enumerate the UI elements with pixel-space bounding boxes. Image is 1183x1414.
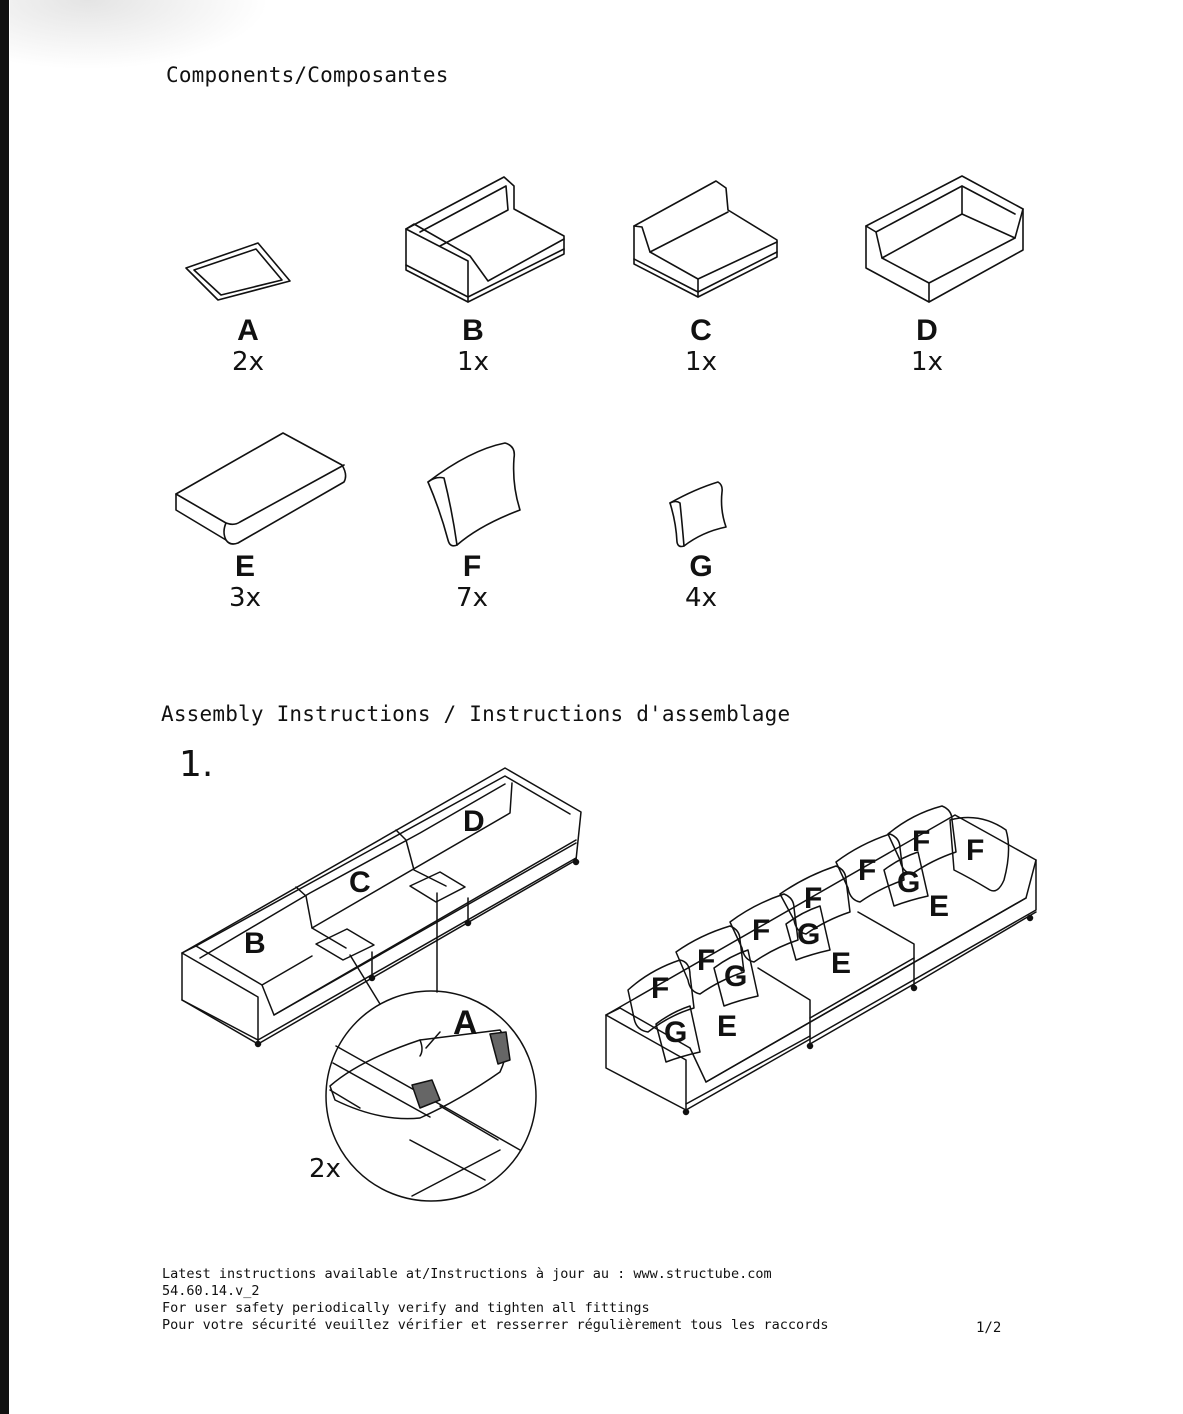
label-module-c: C xyxy=(349,866,371,899)
label-pillow: G xyxy=(797,918,821,951)
label-back-cushion: F xyxy=(858,854,877,887)
component-f: F 7x xyxy=(372,550,572,614)
component-a: A 2x xyxy=(148,314,348,378)
label-seat-cushion: E xyxy=(929,890,950,923)
label-back-cushion: F xyxy=(651,972,670,1005)
component-letter: E xyxy=(234,550,255,583)
label-back-cushion: F xyxy=(912,825,931,858)
label-pillow: G xyxy=(897,866,921,899)
component-qty: 4x xyxy=(685,583,717,613)
component-b: B 1x xyxy=(373,314,573,378)
component-qty: 3x xyxy=(229,583,261,613)
component-letter: C xyxy=(690,314,712,347)
component-letter: G xyxy=(689,550,713,583)
label-back-cushion: F xyxy=(966,834,985,867)
component-qty: 1x xyxy=(457,347,489,377)
page-number: 1/2 xyxy=(976,1320,1002,1336)
component-letter: F xyxy=(462,550,482,583)
connector-plate-icon xyxy=(185,242,291,301)
label-module-d: D xyxy=(463,805,485,838)
label-module-b: B xyxy=(244,927,266,960)
throw-pillow-icon xyxy=(669,481,727,548)
component-qty: 2x xyxy=(232,347,264,377)
footer-safety-en: For user safety periodically verify and … xyxy=(162,1300,650,1316)
label-seat-cushion: E xyxy=(831,947,852,980)
label-back-cushion: F xyxy=(697,944,716,977)
label-detail-a: A xyxy=(453,1004,478,1042)
component-qty: 7x xyxy=(456,583,488,613)
corner-module-icon xyxy=(865,175,1024,303)
component-letter: A xyxy=(237,314,259,347)
detail-qty: 2x xyxy=(309,1154,341,1184)
label-pillow: G xyxy=(664,1016,688,1049)
detail-magnifier xyxy=(325,990,537,1202)
component-g: G 4x xyxy=(601,550,801,614)
step-number: 1. xyxy=(179,744,214,785)
page-edge xyxy=(0,0,9,1414)
footer-safety-fr: Pour votre sécurité veuillez vérifier et… xyxy=(162,1317,829,1333)
assembled-sofa-diagram xyxy=(605,805,1037,1116)
label-seat-cushion: E xyxy=(717,1010,738,1043)
assembly-title: Assembly Instructions / Instructions d'a… xyxy=(161,702,791,726)
label-back-cushion: F xyxy=(804,882,823,915)
component-qty: 1x xyxy=(685,347,717,377)
component-d: D 1x xyxy=(827,314,1027,378)
armless-module-icon xyxy=(633,180,778,298)
component-c: C 1x xyxy=(601,314,801,378)
footer-instructions-url: Latest instructions available at/Instruc… xyxy=(162,1266,772,1282)
seat-cushion-icon xyxy=(175,432,347,545)
back-cushion-icon xyxy=(427,442,521,547)
footer: Latest instructions available at/Instruc… xyxy=(162,1266,828,1334)
label-pillow: G xyxy=(724,960,748,993)
component-e: E 3x xyxy=(145,550,345,614)
component-letter: B xyxy=(462,314,484,347)
left-arm-module-icon xyxy=(405,176,565,303)
label-back-cushion: F xyxy=(752,914,771,947)
component-letter: D xyxy=(916,314,938,347)
components-title: Components/Composantes xyxy=(166,63,449,87)
sofa-frame-diagram xyxy=(181,767,582,1048)
scan-shadow xyxy=(10,0,270,70)
footer-version: 54.60.14.v_2 xyxy=(162,1283,260,1299)
component-qty: 1x xyxy=(911,347,943,377)
